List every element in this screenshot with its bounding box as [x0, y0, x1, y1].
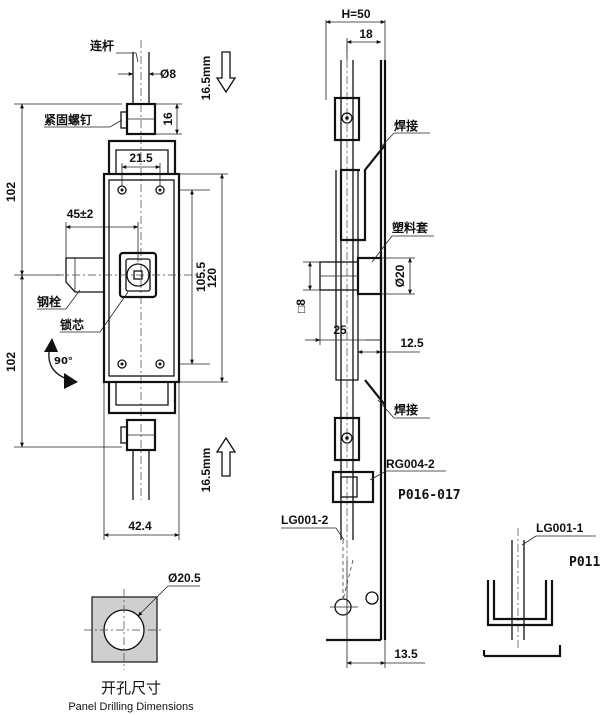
dim-16: 16	[155, 103, 182, 135]
bottom-connecting-rod	[120, 418, 157, 500]
rotation-arrow-icon: 90°	[44, 338, 78, 389]
travel-top-text: 16.5mm	[199, 56, 213, 101]
dim-45: 45±2	[65, 207, 139, 262]
label-connecting-rod: 连杆	[90, 38, 114, 53]
dim-dia20-text: Ø20	[393, 264, 407, 287]
dim-h50: H=50	[325, 7, 386, 100]
label-p016: P016-017	[398, 488, 461, 503]
travel-bottom-text: 16.5mm	[199, 448, 213, 493]
dim-102-bottom: 102	[4, 352, 18, 372]
front-view: 102 102 105.5 120 21.5	[4, 38, 237, 540]
label-lg001-1: LG001-1	[536, 521, 584, 535]
dim-dia20: Ø20	[381, 257, 415, 295]
dim-120-text: 120	[205, 268, 219, 288]
label-weld-bottom: 焊接	[394, 402, 418, 417]
dim-rod-dia-text: Ø8	[160, 67, 176, 81]
label-weld-top: 焊接	[394, 118, 418, 133]
bottom-bracket	[107, 382, 177, 415]
drilling-title-en: Panel Drilling Dimensions	[68, 701, 194, 713]
detail-view: LG001-1 P011	[482, 521, 600, 658]
label-steel-bolt: 钢栓	[37, 294, 61, 309]
label-set-screw: 紧固螺钉	[44, 112, 92, 127]
dim-21-5-text: 21.5	[129, 151, 153, 165]
side-view: H=50 18 □8 Ø20 25 12.5	[281, 7, 461, 668]
arrow-down-icon	[215, 51, 237, 94]
dim-18: 18	[346, 27, 382, 60]
dim-25: 25	[305, 290, 381, 345]
label-rg004: RG004-2	[386, 457, 435, 471]
dim-102-top: 102	[4, 182, 18, 202]
dim-13-5: 13.5	[346, 560, 425, 668]
drilling-title-cn: 开孔尺寸	[101, 679, 161, 697]
dim-sq8-text: □8	[294, 299, 308, 313]
dim-105-5-text: 105.5	[194, 262, 208, 292]
dim-105-5: 105.5	[179, 189, 210, 365]
dim-dia20-5: Ø20.5	[168, 571, 201, 585]
top-travel: 16.5mm	[199, 51, 237, 101]
dim-sq8: □8	[294, 261, 320, 313]
dim-12-5-text: 12.5	[400, 336, 424, 350]
label-lg001-2: LG001-2	[281, 513, 329, 527]
label-lock-core: 锁芯	[60, 317, 84, 332]
bottom-travel: 16.5mm	[199, 436, 237, 493]
top-connecting-rod	[120, 40, 157, 500]
dim-12-5: 12.5	[357, 336, 424, 354]
panel-drilling: Ø20.5 开孔尺寸 Panel Drilling Dimensions	[68, 571, 201, 713]
dim-45-text: 45±2	[67, 207, 94, 221]
top-bracket	[107, 139, 177, 174]
dim-h-text: H=50	[341, 7, 370, 21]
dim-25-text: 25	[333, 323, 347, 337]
dim-16-text: 16	[161, 112, 175, 126]
dim-13-5-text: 13.5	[394, 647, 418, 661]
rotation-label: 90°	[54, 356, 73, 367]
dim-42-4: 42.4	[103, 382, 180, 540]
label-p011: P011	[569, 555, 600, 570]
dim-42-4-text: 42.4	[128, 519, 152, 533]
dim-21-5: 21.5	[121, 151, 161, 186]
dim-18-text: 18	[359, 27, 373, 41]
arrow-up-icon	[215, 436, 237, 477]
dim-120: 120	[179, 173, 228, 383]
dim-rod-dia: Ø8	[118, 67, 176, 81]
label-plastic-sleeve: 塑料套	[392, 220, 429, 235]
